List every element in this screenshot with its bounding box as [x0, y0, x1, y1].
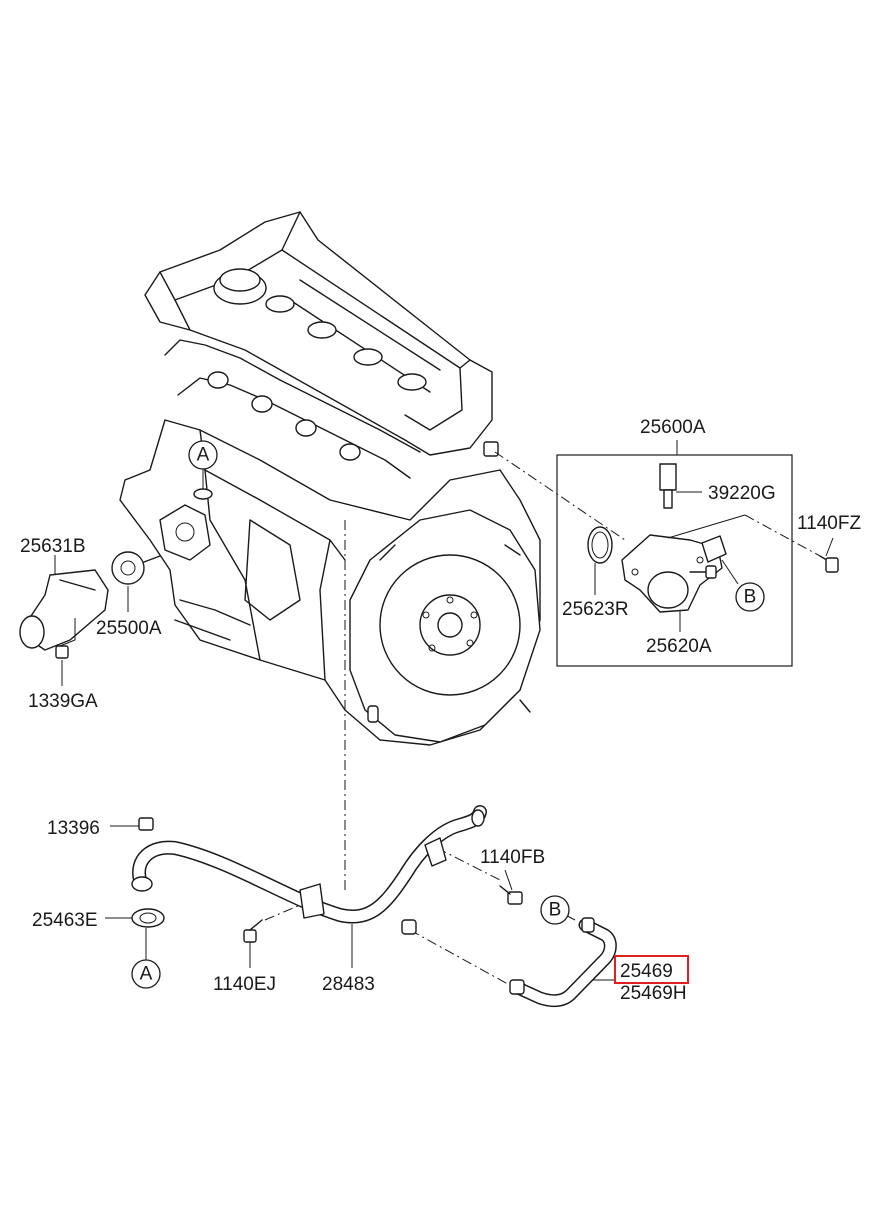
svg-text:A: A [197, 445, 210, 466]
bolt-1140fb [507, 891, 523, 905]
svg-text:B: B [744, 587, 757, 608]
label-39220g: 39220G [708, 483, 776, 504]
label-13396: 13396 [47, 818, 100, 839]
label-1140fz: 1140FZ [797, 513, 861, 534]
assembly-box-25600a [556, 454, 793, 667]
label-25600a: 25600A [640, 417, 706, 438]
label-25500a: 25500A [96, 618, 162, 639]
housing-outlet-port [647, 571, 689, 609]
assembly-lines [264, 451, 821, 989]
callout-b-housing: B [735, 582, 765, 612]
label-1339ga: 1339GA [28, 691, 98, 712]
water-inlet-fitting [24, 569, 109, 651]
thermostat-group [19, 551, 161, 686]
svg-text:B: B [549, 900, 562, 921]
gasket-25463e [131, 908, 165, 928]
water-outlet-box [556, 440, 793, 667]
inlet-pipe-end [19, 615, 45, 649]
label-25469h: 25469H [620, 983, 687, 1004]
callout-a-engine: A [188, 440, 218, 500]
hose-group [105, 805, 617, 1008]
label-1140fb: 1140FB [480, 847, 545, 868]
highlight-box-25469 [614, 955, 689, 984]
bolt-1140fz [819, 537, 839, 573]
label-25623r: 25623R [562, 599, 629, 620]
nut-13396 [138, 817, 154, 831]
label-25631b: 25631B [20, 536, 86, 557]
engine-assembly [119, 211, 541, 746]
label-25620a: 25620A [646, 636, 712, 657]
label-25463e: 25463E [32, 910, 98, 931]
callout-b-hose: B [540, 895, 570, 925]
temp-sensor-39220g [659, 463, 677, 491]
thermostat [111, 551, 145, 585]
label-1140ej: 1140EJ [213, 974, 276, 995]
label-28483: 28483 [322, 974, 375, 995]
callout-a-bottom: A [131, 959, 161, 989]
nut-1339ga [55, 645, 69, 659]
svg-text:A: A [140, 964, 153, 985]
label-25469: 25469 [620, 961, 673, 982]
bolt-1140ej [243, 929, 257, 943]
